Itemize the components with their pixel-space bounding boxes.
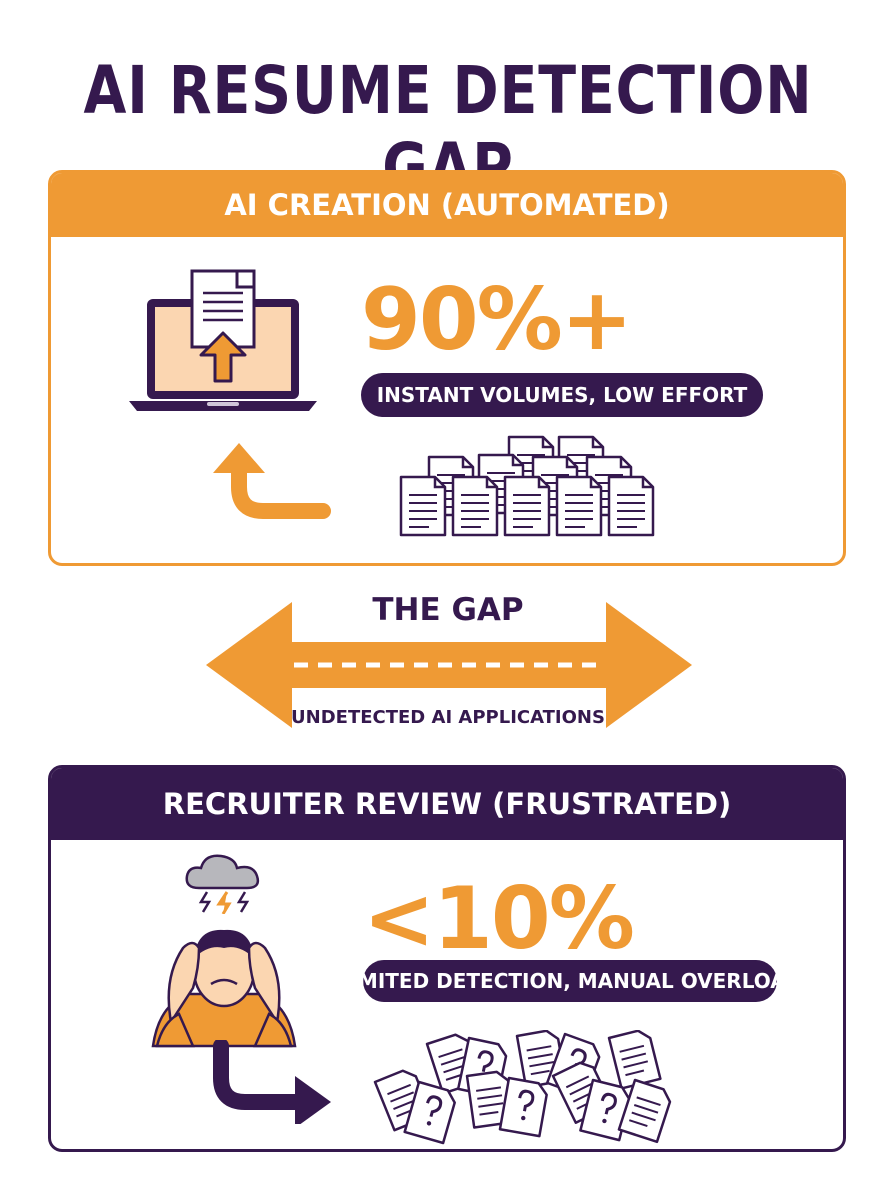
- curved-arrow-right-icon: [213, 1040, 331, 1124]
- creation-caption: INSTANT VOLUMES, LOW EFFORT: [361, 373, 763, 417]
- laptop-upload-icon: [129, 269, 317, 411]
- ai-creation-header: AI CREATION (AUTOMATED): [51, 173, 843, 237]
- review-caption: LIMITED DETECTION, MANUAL OVERLOAD: [338, 960, 802, 1002]
- frustrated-recruiter-icon: [151, 929, 297, 1048]
- ai-creation-panel: AI CREATION (AUTOMATED) 90%+ INSTANT VOL…: [48, 170, 846, 566]
- scattered-documents-icon: [373, 1030, 675, 1145]
- gap-subtitle: UNDETECTED AI APPLICATIONS: [291, 707, 605, 728]
- page-title: AI RESUME DETECTION GAP: [83, 52, 813, 206]
- review-stat: <10%: [363, 869, 635, 969]
- curved-arrow-up-icon: [213, 443, 331, 519]
- double-arrow-icon: [206, 602, 692, 728]
- storm-cloud-icon: [185, 854, 260, 914]
- document-stack-icon: [399, 435, 655, 537]
- gap-title: THE GAP: [372, 592, 524, 628]
- creation-stat: 90%+: [361, 270, 633, 370]
- recruiter-review-header: RECRUITER REVIEW (FRUSTRATED): [51, 768, 843, 840]
- recruiter-review-panel: RECRUITER REVIEW (FRUSTRATED) <10% LIMIT…: [48, 765, 846, 1152]
